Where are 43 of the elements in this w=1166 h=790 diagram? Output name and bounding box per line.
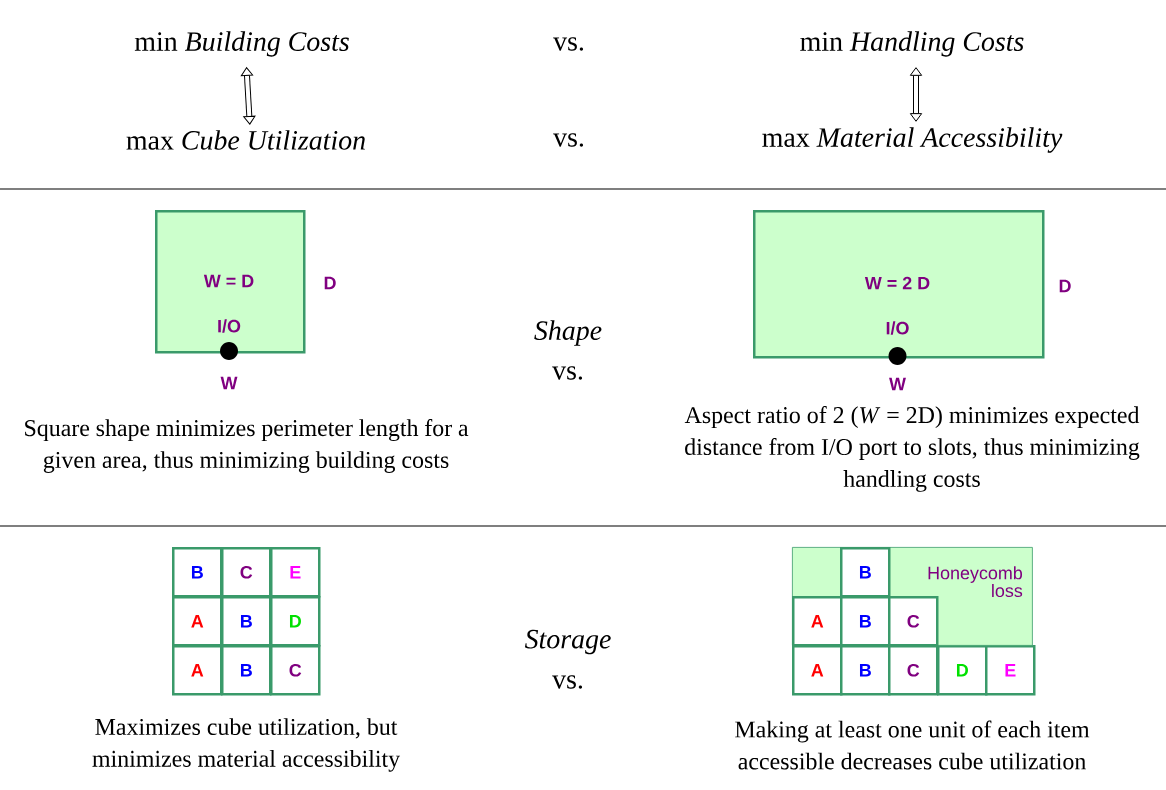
area-label: Honeycomb loss xyxy=(928,566,1023,598)
storage-cell: B xyxy=(221,645,272,696)
port-label: I/O xyxy=(218,319,241,333)
storage-cell: C xyxy=(888,596,939,647)
section-title: Shape xyxy=(534,320,602,346)
storage-cell: C xyxy=(221,547,272,598)
double-arrow xyxy=(909,67,923,122)
dimension-label: W xyxy=(220,376,238,390)
storage-cell: D xyxy=(270,596,321,647)
storage-cell: D xyxy=(937,645,988,696)
storage-cell: A xyxy=(172,596,223,647)
dimension-label: W xyxy=(889,377,906,391)
caption: Making at least one unit of each item accessible decreases cube utilization xyxy=(735,720,1090,770)
ratio-label: W = 2 D xyxy=(864,276,930,290)
storage-cell: A xyxy=(792,596,843,647)
caption: Aspect ratio of 2 (W = 2D) minimizes expected distance from I/O port to slots, thus minimizing handling costs xyxy=(684,406,1140,492)
comparison-word: vs. xyxy=(552,366,583,380)
goal-text: max Cube Utilization xyxy=(126,130,365,150)
comparison-word: vs. xyxy=(553,133,584,147)
goal-text: max Material Accessibility xyxy=(762,127,1063,153)
storage-cell: B xyxy=(840,547,891,598)
comparison-word: vs. xyxy=(553,37,584,51)
caption: Maximizes cube utilization, but minimizes material accessibility xyxy=(92,718,400,772)
goal-text: min Building Costs xyxy=(134,31,349,57)
storage-cell: E xyxy=(270,547,321,598)
storage-cell: C xyxy=(888,645,939,696)
dimension-label: D xyxy=(1059,279,1071,293)
ratio-label: W = D xyxy=(203,274,254,288)
storage-cell: B xyxy=(840,645,891,696)
storage-cell: A xyxy=(792,645,843,696)
caption: Square shape minimizes perimeter length for a given area, thus minimizing building costs xyxy=(25,419,469,473)
double-arrow xyxy=(240,67,256,125)
port-label: I/O xyxy=(886,321,909,335)
storage-cell: A xyxy=(172,645,223,696)
storage-cell: E xyxy=(985,645,1036,696)
dimension-label: D xyxy=(324,276,336,290)
storage-cell: B xyxy=(221,596,272,647)
goal-text: min Handling Costs xyxy=(800,31,1024,57)
storage-cell: C xyxy=(270,645,321,696)
storage-cell: B xyxy=(840,596,891,647)
section-title: Storage xyxy=(524,629,611,655)
storage-cell: B xyxy=(172,547,223,598)
comparison-word: vs. xyxy=(552,675,583,689)
